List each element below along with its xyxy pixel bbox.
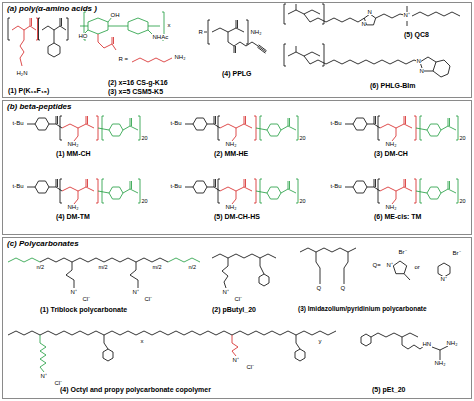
atom-label: or [414,264,420,270]
atom-label: t-Bu [330,120,342,126]
atom-label: NH₂ [174,54,186,60]
atom-label: Q= [372,262,381,268]
atom-label: t-Bu [12,120,24,126]
atom-label: NH₂ [67,141,79,147]
atom-label: 20 [459,199,466,205]
atom-label: NH₂ [250,29,262,35]
compound-name: (4) Octyl and propy polycarbonate copoly… [60,386,211,393]
atom-label: N⁺ [440,276,447,282]
atom-label: NH₂ [225,141,237,147]
atom-label: 20 [299,199,306,205]
atom-label: NH₂ [446,340,458,346]
atom-label: NH₂ [385,204,397,210]
atom-label: x [140,338,144,344]
atom-label: y [318,338,322,344]
panel-heading: (c) Polycarbonates [7,239,79,248]
atom-label: R = [118,56,129,62]
atom-label: N⁺ [386,262,393,268]
atom-label: Br⁻ [452,250,461,256]
atom-label: Br⁻ [398,249,407,255]
atom-label: Cl⁻ [54,380,63,386]
compound-name: (5) pEt_20 [372,386,405,393]
compound-name: (3) DM-CH [374,150,408,157]
atom-label: Q [340,285,346,291]
atom-label: H₂N [16,70,28,76]
atom-label: Cl⁻ [144,296,153,302]
atom-label: N [419,68,424,74]
atom-label: NH₂ [434,360,446,366]
atom-label: N [416,58,421,64]
atom-label: N⁺ [222,289,229,295]
atom-label: N⁺ [403,12,410,18]
atom-label: HO [78,33,88,39]
atom-label: m/2 [152,265,162,271]
compound-name: (3) x=5 CSM5-K5 [108,88,163,95]
compound-name: (6) PHLG-BIm [370,82,416,89]
atom-label: Cl⁻ [82,296,91,302]
panel-heading: (b) beta-peptides [7,102,71,111]
compound-name: (2) x=16 CS-g-K16 [108,79,168,86]
compound-name: (4) DM-TM [56,213,90,220]
compound-name: (1) Triblock polycarbonate [40,306,127,313]
atom-label: NH₂ [67,204,79,210]
atom-label: N⁺ [70,289,77,295]
atom-label: HN [422,341,432,347]
panel-band: (c) Polycarbonates [2,237,472,399]
atom-label: OH [110,12,120,18]
atom-label: 20 [299,136,306,142]
atom-label: R [198,29,203,35]
atom-label: NH₂ [225,204,237,210]
atom-label: m/2 [98,265,108,271]
atom-label: N⁺ [40,373,47,379]
atom-label: t-Bu [170,120,182,126]
atom-label: x [167,22,171,28]
compound-name: (1) MM-CH [56,150,91,157]
atom-label: N [367,9,372,15]
atom-label: N [361,21,366,27]
atom-label: NHAc [152,34,169,40]
compound-name: (6) ME-cis: TM [374,213,421,220]
panel-heading: (a) poly(α-amino acids ) [7,4,97,13]
compound-name: (5) DM-CH-HS [214,213,260,220]
atom-label: Cl⁻ [234,296,243,302]
compound-name: (2) MM-HE [214,150,248,157]
atom-label: NH₂ [385,141,397,147]
atom-label: N⁺ [132,289,139,295]
atom-label: Cl⁻ [246,364,255,370]
atom-label: 20 [459,136,466,142]
compound-name: (3) Imidazolium/pyridinium polycarbonate [298,306,427,313]
atom-label: n/2 [36,265,45,271]
atom-label: 20 [141,199,148,205]
atom-label: 20 [141,136,148,142]
atom-label: n/2 [188,265,197,271]
compound-name: (2) pButyl_20 [212,306,256,313]
atom-label: t-Bu [12,183,24,189]
compound-name: (4) PPLG [222,70,252,77]
compound-name: (1) P(K₁₀F₁₅) [8,87,49,94]
atom-label: t-Bu [170,183,182,189]
atom-label: N⁺ [232,357,239,363]
atom-label: t-Bu [330,183,342,189]
compound-name: (5) QC8 [404,31,429,38]
atom-label: Q [316,285,322,291]
